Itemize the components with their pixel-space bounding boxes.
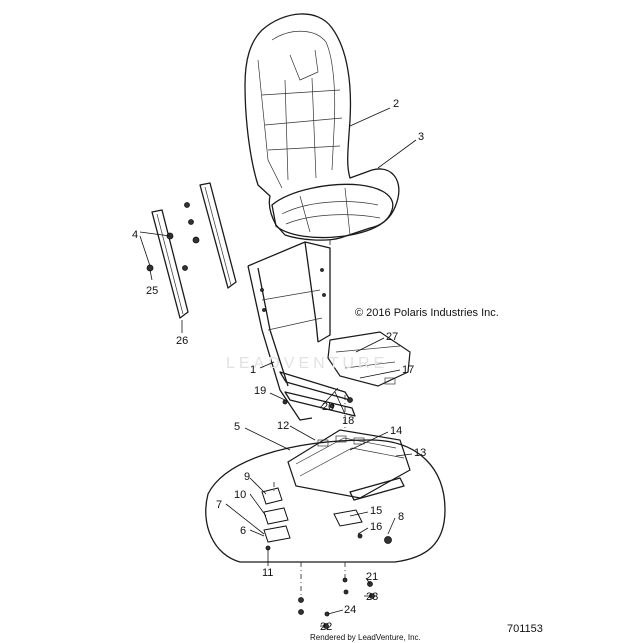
callout-26: 26 xyxy=(176,335,188,347)
rail-hardware xyxy=(146,202,200,272)
callout-10: 10 xyxy=(234,489,246,501)
callout-16: 16 xyxy=(370,521,382,533)
base-pan xyxy=(205,439,446,563)
copyright-notice: © 2016 Polaris Industries Inc. xyxy=(355,307,499,319)
callout-14: 14 xyxy=(390,425,402,437)
callout-23: 23 xyxy=(366,591,378,603)
callout-labels: 2 3 4 25 26 1 19 27 17 20 18 5 12 14 13 … xyxy=(132,98,426,633)
callout-22: 22 xyxy=(320,621,332,633)
callout-21: 21 xyxy=(366,571,378,583)
side-trim-rails xyxy=(151,182,237,319)
callout-6: 6 xyxy=(240,525,246,537)
seat-slider xyxy=(287,429,411,501)
callout-9: 9 xyxy=(244,471,250,483)
callout-27: 27 xyxy=(386,331,398,343)
callout-11: 11 xyxy=(262,567,273,579)
callout-20: 20 xyxy=(322,401,334,413)
callout-18: 18 xyxy=(342,415,354,427)
leader-lines xyxy=(139,107,417,627)
seat-assembly xyxy=(244,13,400,241)
callout-1: 1 xyxy=(250,364,256,376)
latch-assembly xyxy=(261,482,291,543)
callout-24: 24 xyxy=(344,604,356,616)
callout-5: 5 xyxy=(234,421,240,433)
rendered-by-credit: Rendered by LeadVenture, Inc. xyxy=(310,633,421,642)
callout-3: 3 xyxy=(418,131,424,143)
callout-17: 17 xyxy=(402,364,414,376)
watermark: LEADVENTURE xyxy=(226,355,388,372)
callout-13: 13 xyxy=(414,447,426,459)
callout-2: 2 xyxy=(393,98,399,110)
callout-25: 25 xyxy=(146,285,158,297)
callout-15: 15 xyxy=(370,505,382,517)
diagram-number: 701153 xyxy=(507,623,543,635)
callout-8: 8 xyxy=(398,511,404,523)
frame-hardware xyxy=(282,397,353,409)
callout-19: 19 xyxy=(254,385,266,397)
bottom-hardware xyxy=(265,533,392,629)
callout-4: 4 xyxy=(132,229,138,241)
callout-12: 12 xyxy=(277,420,289,432)
bracket-15 xyxy=(333,509,363,527)
callout-7: 7 xyxy=(216,499,222,511)
